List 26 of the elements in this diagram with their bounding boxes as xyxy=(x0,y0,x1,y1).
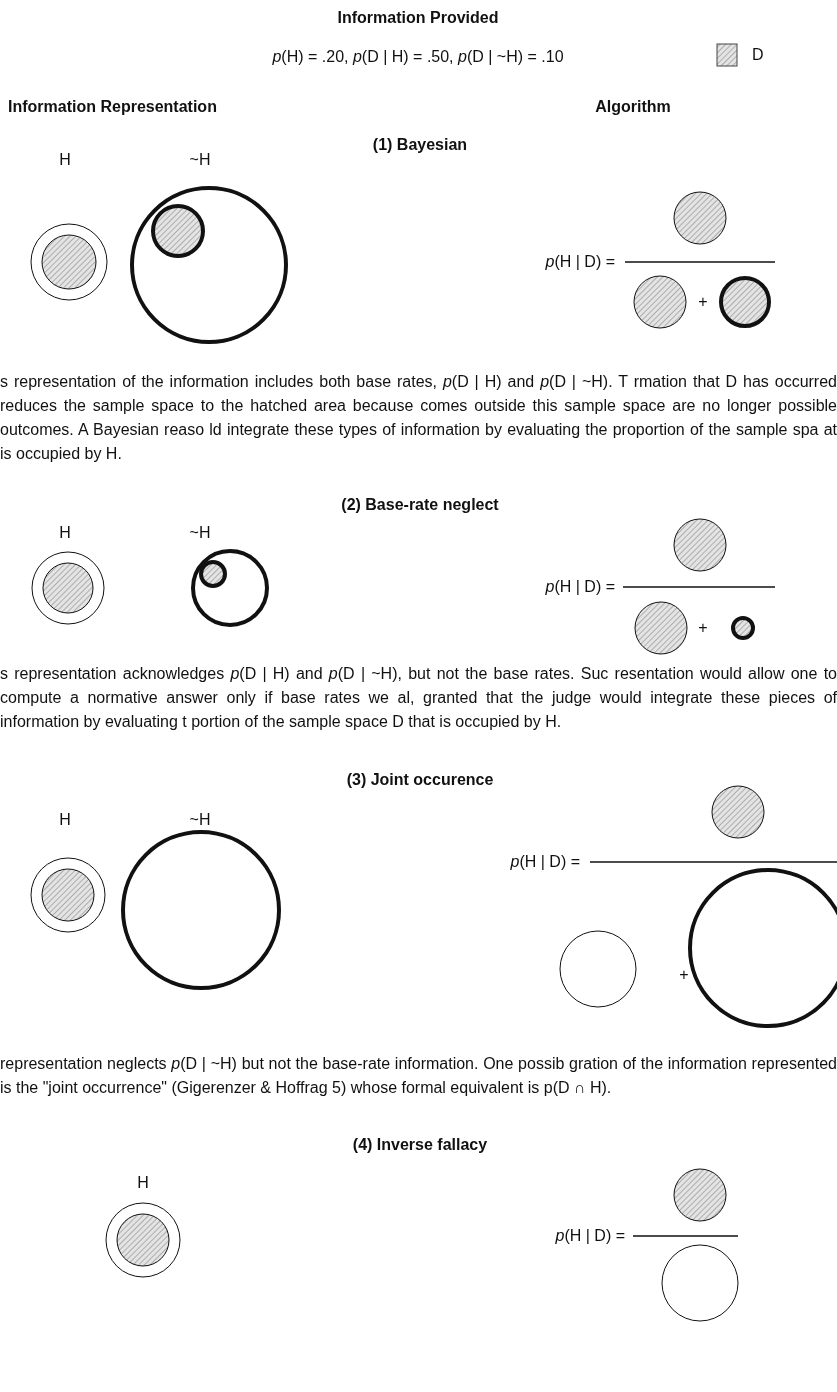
formula-text: p(H | D) = xyxy=(510,852,580,872)
section-heading: (3) Joint occurence xyxy=(346,770,494,790)
section-heading: (4) Inverse fallacy xyxy=(352,1135,488,1155)
set-label: H xyxy=(59,150,71,170)
set-label: H xyxy=(59,810,71,830)
set-label: ~H xyxy=(189,150,211,170)
probability-text: p(H) = .20, p(D | H) = .50, p(D | ~H) = .10 xyxy=(272,47,564,67)
description-text: representation neglects p(D | ~H) but not the base-rate information. One possib gration of the information represented is the "joint occurrence" (Gigerenzer & Hoffrag 5) whose formal equivalent is p(D ∩ H). xyxy=(0,1054,837,1098)
set-label: ~H xyxy=(189,810,211,830)
set-label: H xyxy=(137,1173,149,1193)
formula-text: p(H | D) = xyxy=(545,577,615,597)
section-heading: Information Representation xyxy=(8,97,217,117)
formula-text: p(H | D) = xyxy=(555,1226,625,1246)
description-text: s representation of the information includes both base rates, p(D | H) and p(D | ~H). T rmation that D has occurred reduces the sample space to the hatched area because comes outside this sample space are no longer possible outcomes. A Bayesian reaso ld integrate these types of information by evaluating the proportion of the sample spa at is occupied by H. xyxy=(0,372,837,464)
plus-sign: + xyxy=(698,618,708,638)
plus-sign: + xyxy=(698,292,708,312)
description-text: s representation acknowledges p(D | H) and p(D | ~H), but not the base rates. Suc resentation would allow one to compute a normative answer only if base rates we al, granted that the judge would integrate these pieces of information by evaluating t portion of the sample space D that is occupied by H. xyxy=(0,664,837,732)
set-label: ~H xyxy=(189,523,211,543)
formula-text: p(H | D) = xyxy=(545,252,615,272)
section-heading: Algorithm xyxy=(595,97,671,117)
section-heading: (1) Bayesian xyxy=(372,135,468,155)
plus-sign: + xyxy=(679,965,689,985)
section-heading: (2) Base-rate neglect xyxy=(341,495,499,515)
figure-title: Information Provided xyxy=(337,8,499,28)
legend-label: D xyxy=(752,45,764,65)
set-label: H xyxy=(59,523,71,543)
